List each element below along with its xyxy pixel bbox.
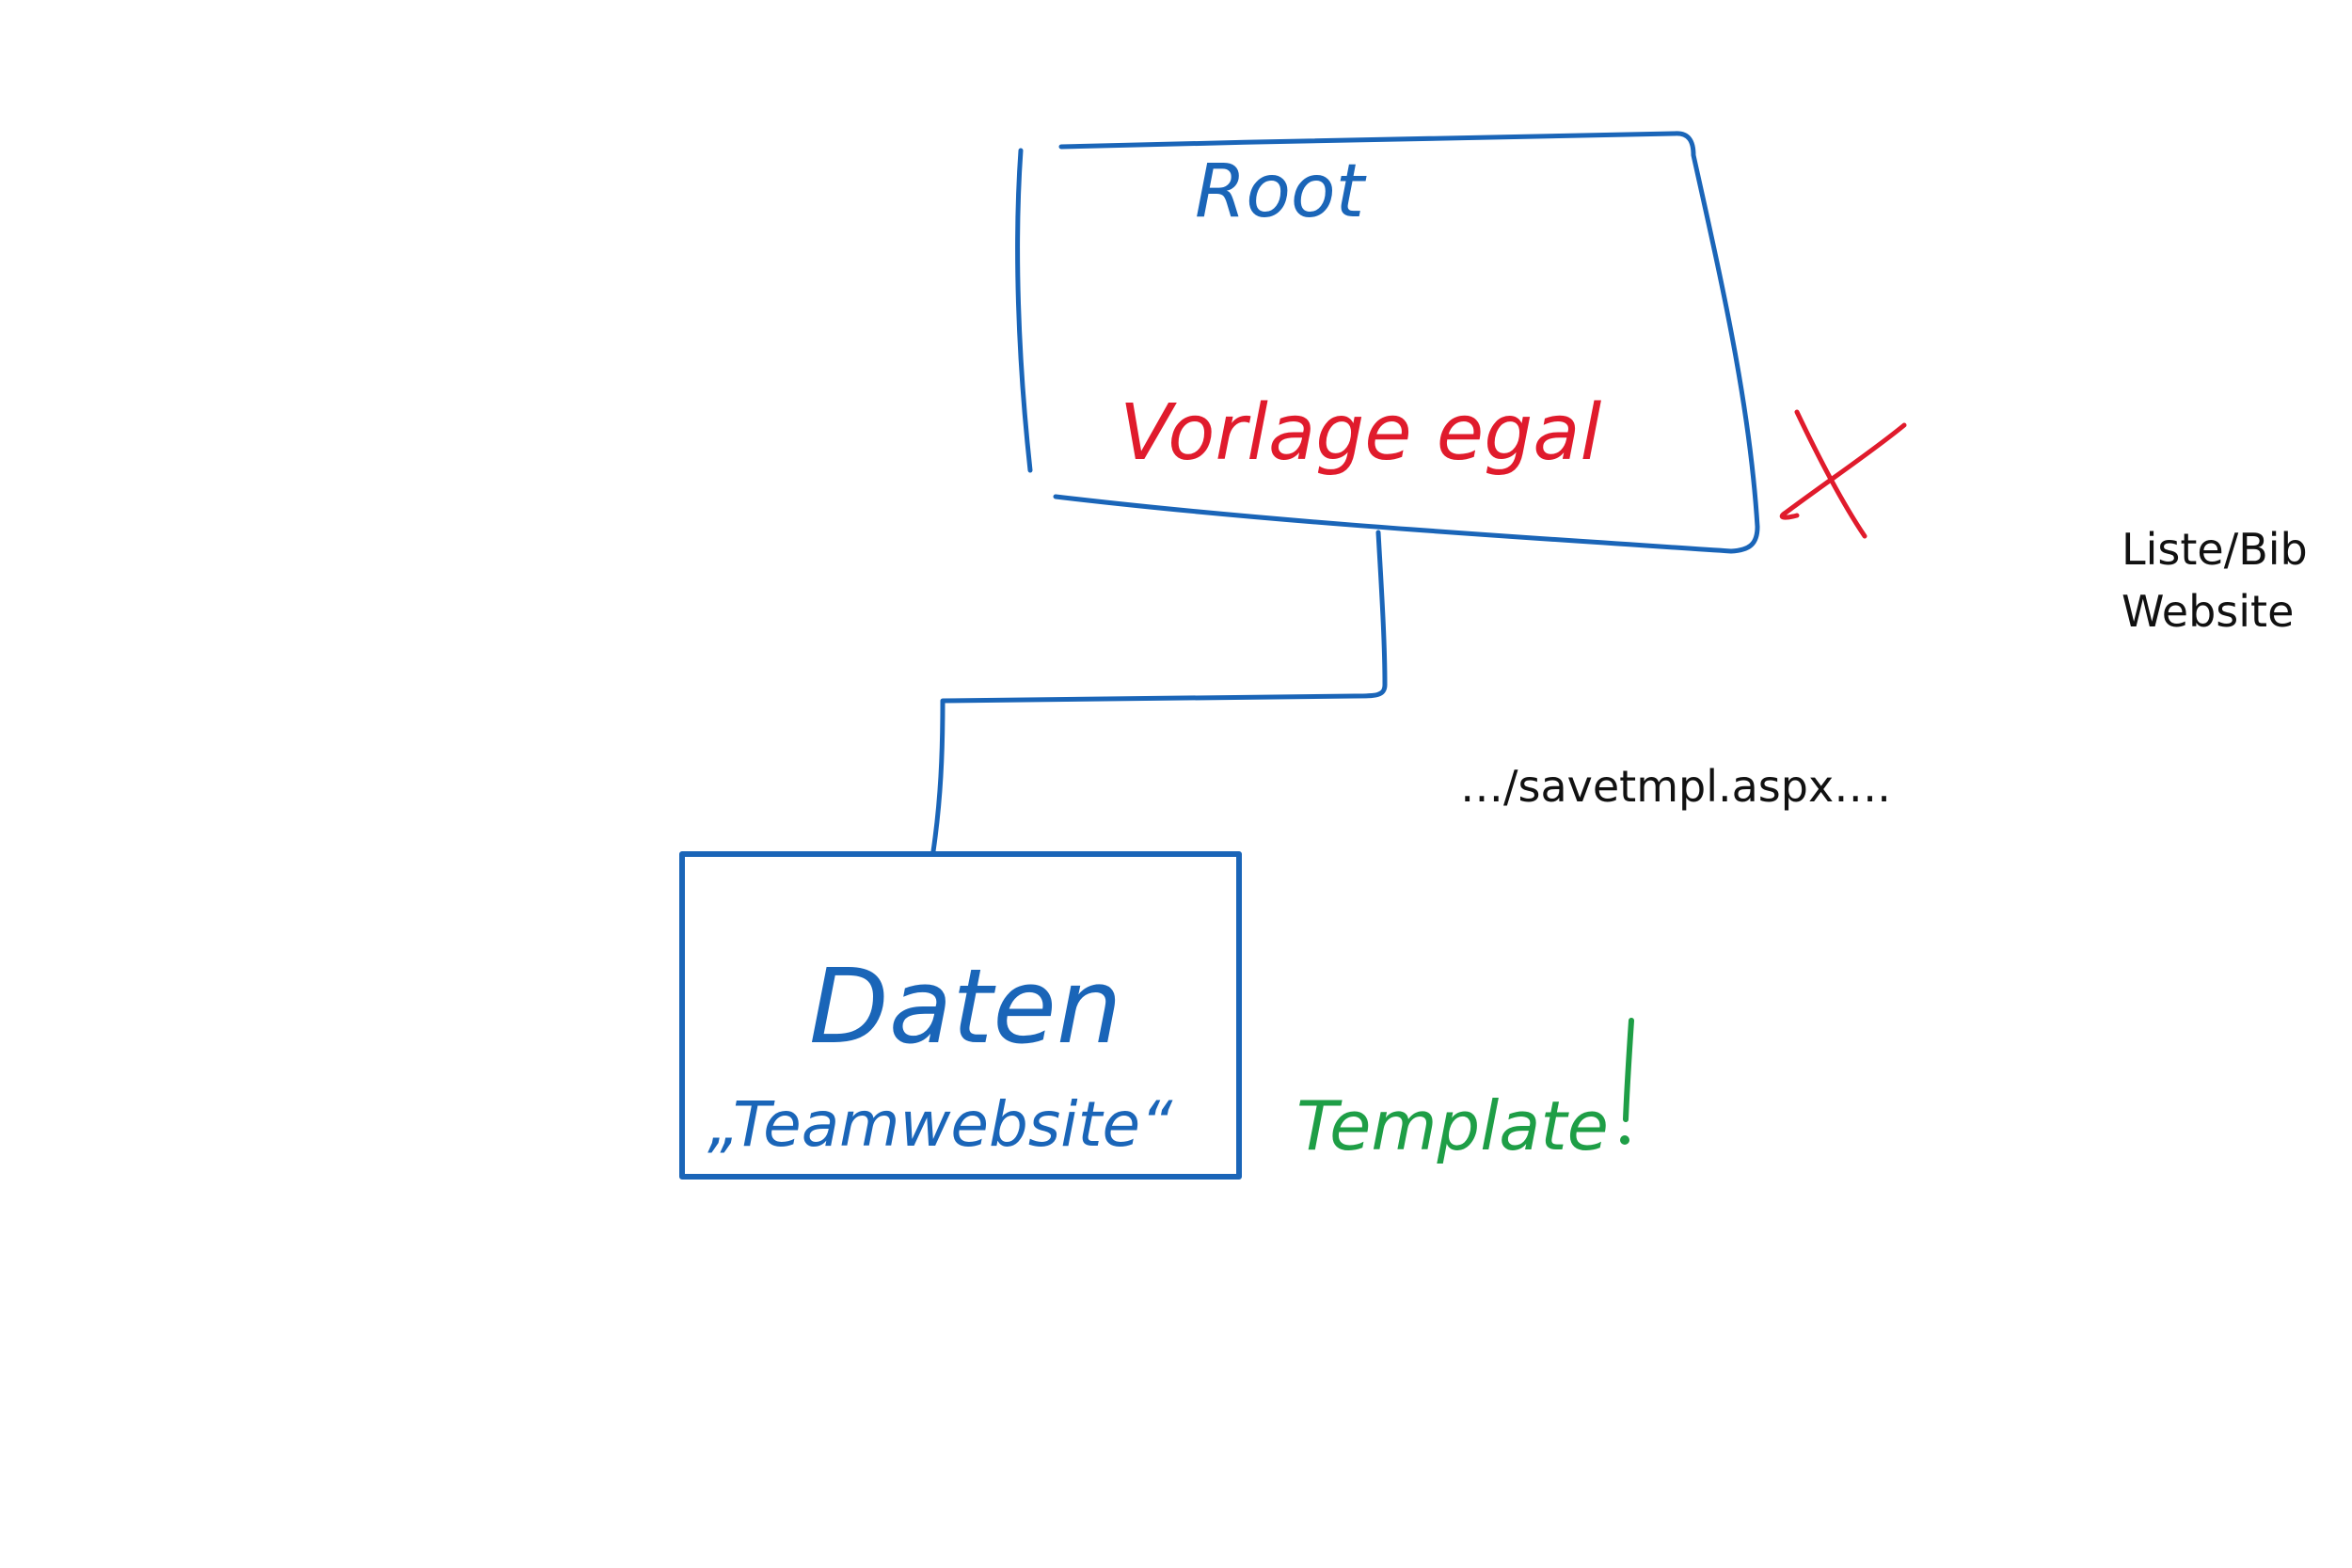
template-label: Template xyxy=(1296,1086,1609,1165)
data-box-subtitle: „Teamwebsite“ xyxy=(707,1088,1173,1161)
exclamation-stroke xyxy=(1623,1018,1634,1122)
cross-stroke-2 xyxy=(1779,422,1907,520)
root-box-title: Root xyxy=(1195,150,1367,234)
root-box-note: Vorlage egal xyxy=(1120,388,1602,478)
cross-mark xyxy=(1779,409,1907,539)
root-box-outline xyxy=(1015,131,1760,554)
root-box: Root Vorlage egal xyxy=(1015,131,1760,554)
cross-stroke-1 xyxy=(1794,409,1867,539)
data-box-outline xyxy=(679,851,1242,1180)
connector-line xyxy=(930,530,1388,854)
exclamation-mark xyxy=(1620,1018,1634,1145)
side-note-line2: Website xyxy=(2122,586,2294,637)
side-note-line1: Liste/Bib xyxy=(2122,524,2308,575)
data-box-title: Daten xyxy=(809,946,1122,1067)
data-box: Daten „Teamwebsite“ xyxy=(679,851,1242,1180)
exclamation-dot xyxy=(1620,1135,1629,1145)
url-hint: …/savetmpl.aspx…. xyxy=(1460,761,1891,812)
